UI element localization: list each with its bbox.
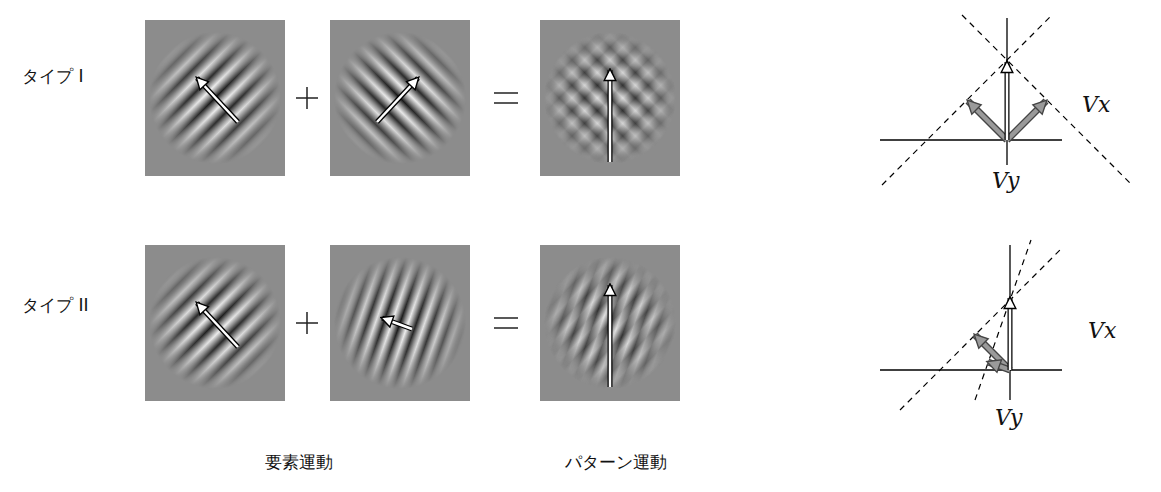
plaid-patch [540, 20, 680, 176]
axis-label: Vy [992, 168, 1019, 194]
operator-symbol [296, 87, 518, 334]
column-caption: 要素運動 [265, 452, 333, 472]
axis-label: Vy [995, 405, 1022, 431]
grating-patch [145, 245, 285, 401]
grating-patch [330, 20, 470, 176]
axis-label: Vx [1082, 92, 1110, 118]
row-label: タイプ II [22, 295, 88, 315]
row-label: タイプ I [22, 66, 83, 86]
axis-label: Vx [1088, 318, 1116, 344]
velocity-diagram [880, 240, 1062, 410]
grating-patch [145, 20, 285, 176]
plaid-patch [540, 245, 680, 401]
grating-patch [330, 245, 470, 401]
column-caption: パターン運動 [565, 452, 667, 472]
velocity-diagram [880, 15, 1130, 185]
